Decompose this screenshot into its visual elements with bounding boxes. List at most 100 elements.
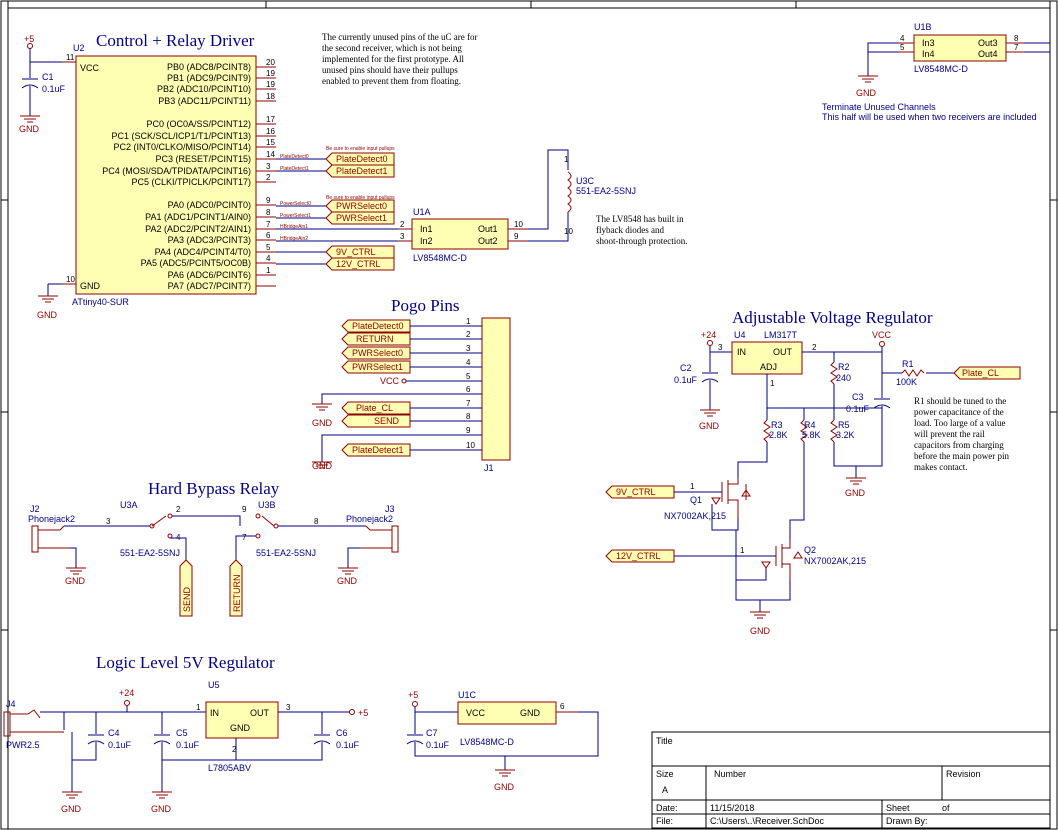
- u2-pin-number: 7: [266, 220, 271, 229]
- svg-text:2: 2: [232, 745, 237, 754]
- net-plate-detect1-b: PlateDetect1: [341, 443, 411, 457]
- svg-text:5: 5: [900, 43, 905, 52]
- title-block: Title Size A Number Revision Date: 11/15…: [651, 731, 1051, 829]
- u2-pin-name: PA0 (ADC0/PCINT0): [168, 200, 251, 210]
- u2-pin-number: 4: [266, 254, 271, 263]
- svg-text:VCC: VCC: [872, 330, 892, 340]
- gnd-u1c: GND: [494, 769, 515, 792]
- svg-text:OUT: OUT: [250, 708, 270, 718]
- power-p5-logic-out: +5: [349, 708, 368, 718]
- note-r1-tuning: R1 should be tuned to the power capacita…: [914, 396, 1011, 472]
- u2-pin-number: 17: [266, 115, 275, 124]
- net-send-a: SEND: [341, 414, 411, 428]
- resistor-r5: R5 3.2K: [830, 419, 855, 443]
- svg-text:Phonejack2: Phonejack2: [28, 514, 75, 524]
- svg-text:1: 1: [740, 546, 745, 555]
- power-p24-adj: +24: [701, 330, 716, 346]
- hint-pullup-2: Be sure to enable input pullups: [326, 195, 395, 201]
- svg-text:PWRSelect0: PWRSelect0: [352, 348, 403, 358]
- svg-text:3: 3: [400, 232, 405, 241]
- note-flyback: The LV8548 has built in flyback diodes a…: [596, 214, 688, 246]
- svg-text:Plate_CL: Plate_CL: [356, 403, 393, 413]
- j1-pin-number: 3: [466, 344, 471, 353]
- u2-pin-name: PC0 (OC0A/SS/PCINT12): [146, 119, 251, 129]
- svg-text:PlateDetect0: PlateDetect0: [352, 321, 404, 331]
- svg-text:240: 240: [836, 373, 851, 383]
- title-hard-bypass: Hard Bypass Relay: [148, 479, 280, 498]
- svg-text:GND: GND: [337, 576, 358, 586]
- u2-pin-name: PA2 (ADC2/PCINT2/AIN1): [145, 224, 251, 234]
- u2-pin-number: 15: [266, 138, 275, 147]
- svg-text:PlateDetect0: PlateDetect0: [336, 154, 388, 164]
- u2-pin-number: 16: [266, 127, 275, 136]
- u2-pin-number: 6: [266, 231, 271, 240]
- u2-pin-name: PA1 (ADC1/PCINT1/AIN0): [145, 212, 251, 222]
- u2-pin-name: PA3 (ADC3/PCINT3): [168, 235, 251, 245]
- svg-text:RETURN: RETURN: [232, 575, 242, 613]
- svg-text:9: 9: [514, 232, 519, 241]
- note-unused-pins: The currently unused pins of the uC are …: [322, 32, 480, 86]
- svg-text:R1: R1: [902, 359, 914, 369]
- capacitor-c6: C6 0.1uF: [313, 728, 360, 750]
- svg-text:OUT: OUT: [773, 347, 793, 357]
- svg-text:5.8K: 5.8K: [802, 430, 821, 440]
- svg-text:ATtiny40-SUR: ATtiny40-SUR: [72, 297, 129, 307]
- svg-text:2: 2: [400, 220, 405, 229]
- svg-text:GND: GND: [520, 708, 541, 718]
- title-pogo-pins: Pogo Pins: [391, 296, 460, 315]
- jack-j3: J3 Phonejack2: [346, 504, 399, 553]
- relay-u3a: U3A 3 2 4 551-EA2-5SNJ: [106, 500, 181, 558]
- j1-pin-number: 9: [466, 426, 471, 435]
- net-plate-cl-b: Plate_CL: [953, 366, 1021, 380]
- svg-text:2: 2: [812, 343, 817, 352]
- svg-text:PWRSelect1: PWRSelect1: [336, 213, 387, 223]
- svg-text:100K: 100K: [896, 377, 917, 387]
- u2-pin-number: 18: [266, 92, 275, 101]
- power-p5-top: +5: [24, 34, 34, 62]
- u2-pin-number: 3: [266, 162, 271, 171]
- u2-pin-name: PA5 (ADC5/PCINT5/OC0B): [141, 258, 251, 268]
- j1-pin-number: 4: [466, 358, 471, 367]
- svg-text:SEND: SEND: [182, 586, 192, 612]
- gnd-pogo-1: GND: [312, 403, 333, 428]
- svg-text:R4: R4: [804, 420, 816, 430]
- capacitor-c4: C4 0.1uF: [87, 728, 132, 750]
- svg-text:J3: J3: [385, 504, 395, 514]
- net-pwr-select1-b: PWRSelect1: [341, 360, 411, 374]
- svg-text:LV8548MC-D: LV8548MC-D: [460, 737, 514, 747]
- u2-microcontroller: U2 ATtiny40-SUR VCC GND 11 10 PB0 (ADC8/…: [62, 43, 276, 307]
- svg-text:GND: GND: [19, 124, 40, 134]
- tb-file-label: File:: [656, 816, 673, 826]
- resistor-r4: R4 5.8K: [800, 419, 821, 443]
- svg-text:9: 9: [242, 505, 247, 514]
- svg-text:551-EA2-5SNJ: 551-EA2-5SNJ: [256, 548, 316, 558]
- u2-pin-name: PB2 (ADC10/PCINT10): [157, 84, 251, 94]
- svg-text:10: 10: [564, 227, 573, 236]
- svg-text:LV8548MC-D: LV8548MC-D: [914, 64, 968, 74]
- net-9v-ctrl-b: 9V_CTRL: [605, 485, 675, 499]
- net-plate-detect1-a: PlateDetect1: [325, 164, 395, 178]
- svg-text:U1C: U1C: [458, 690, 477, 700]
- svg-text:2.8K: 2.8K: [769, 430, 788, 440]
- svg-text:GND: GND: [151, 804, 172, 814]
- svg-text:2: 2: [176, 505, 181, 514]
- svg-text:Q1: Q1: [690, 495, 702, 505]
- svg-text:10: 10: [66, 275, 75, 284]
- power-p5-u1c: +5: [408, 690, 418, 707]
- svg-text:551-EA2-5SNJ: 551-EA2-5SNJ: [576, 186, 636, 196]
- svg-text:PWRSelect0: PWRSelect0: [336, 201, 387, 211]
- gnd-q2: GND: [750, 611, 771, 636]
- u2-pin-number: 9: [266, 196, 271, 205]
- svg-text:C5: C5: [176, 728, 188, 738]
- u2-pin-number: 8: [266, 208, 271, 217]
- j1-pin-number: 2: [466, 330, 471, 339]
- mini-label-plate1: PlateDetect1: [280, 166, 309, 172]
- u2-pin-name: PC2 (INT0/CLKO/MISO/PCINT14): [113, 142, 251, 152]
- svg-text:+24: +24: [119, 688, 134, 698]
- svg-text:IN: IN: [737, 347, 746, 357]
- svg-text:GND: GND: [61, 804, 82, 814]
- svg-text:1: 1: [770, 379, 775, 388]
